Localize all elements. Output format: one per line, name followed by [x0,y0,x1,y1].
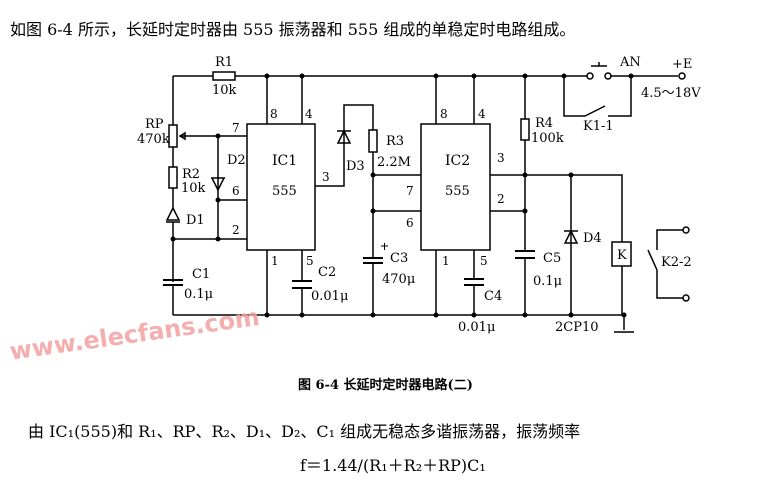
k2-2-terminal [682,294,690,302]
r2-resistor [168,166,178,189]
d2-diode [210,177,226,192]
supply-label: +E [672,57,692,72]
rp-label: RP [145,117,164,132]
r2-value: 10k [181,181,206,196]
an-switch-contact [586,72,594,80]
k2-2-terminal [682,226,690,234]
ic1-pin5: 5 [306,254,314,268]
d1-label: D1 [186,213,205,228]
c3-value: 470μ [382,272,415,287]
ic2-chip [420,123,491,251]
ic2-label: IC2 [445,153,470,169]
r4-label: R4 [535,116,553,131]
r4-value: 100k [531,131,564,146]
r1-label: R1 [215,55,233,70]
an-switch-contact [604,72,612,80]
ic1-pin8: 8 [270,107,278,121]
ic1-pin7: 7 [232,121,240,135]
ic2-pin5: 5 [480,254,488,268]
c3-label: C3 [390,251,408,266]
r3-resistor [368,129,378,153]
c2-capacitor [292,280,312,289]
r1-resistor [212,71,236,81]
ic1-label: IC1 [272,153,297,169]
c5-value: 0.1μ [533,274,562,289]
d4-label: D4 [583,231,602,246]
junction-dots [170,73,634,318]
d4-type: 2CP10 [555,320,599,335]
c2-label: C2 [318,265,336,280]
rp-potentiometer [168,124,178,148]
ic2-pin4: 4 [478,107,486,121]
ic2-pin2: 2 [497,192,505,206]
an-label: AN [619,55,641,70]
c2-value: 0.01μ [311,289,348,304]
output-wires [490,76,623,315]
c5-label: C5 [543,251,561,266]
timing-wires [315,104,421,315]
r4-resistor [520,118,530,141]
an-pushbutton [591,62,607,67]
r1-value: 10k [212,83,237,98]
ic1-pin1: 1 [271,254,279,268]
relay-coil-k [611,241,632,267]
supply-terminal [678,72,686,80]
ic1-pin2: 2 [232,223,240,237]
ic1-pin3: 3 [322,170,330,184]
ground-symbol [614,315,634,333]
c3-plus-mark [381,243,388,250]
pin-wires [173,136,247,240]
ic1-pin-wires [266,76,303,315]
c3-capacitor [363,257,383,264]
r2-label: R2 [182,167,200,182]
ic1-pin4: 4 [305,107,313,121]
ic1-type: 555 [272,184,297,199]
ic2-type: 555 [445,184,470,199]
frequency-formula: f＝1.44/(R₁＋R₂＋RP)C₁ [300,456,486,475]
r3-label: R3 [386,134,404,149]
supply-range: 4.5～18V [641,86,701,101]
ic2-pin1: 1 [442,254,450,268]
c4-label: C4 [484,289,502,304]
c4-capacitor [464,278,484,286]
d2-label: D2 [227,153,246,168]
ic2-pin6: 6 [406,216,414,230]
k1-1-label: K1-1 [583,119,614,134]
ic2-pin7: 7 [406,184,414,198]
c4-value: 0.01μ [458,320,495,335]
ic2-pin-wires [435,76,475,315]
c5-capacitor [515,250,535,259]
ic1-chip [246,123,316,251]
k2-2-contact [647,229,683,299]
ic2-pin8: 8 [440,107,448,121]
intro-text: 如图 6-4 所示，长延时定时器由 555 振荡器和 555 组成的单稳定时电路… [10,20,576,39]
rp-value: 470k [137,132,170,147]
c1-capacitor [163,279,183,286]
relay-k-label: K [617,248,627,263]
d3-diode [336,129,352,144]
description-text: 由 IC₁(555)和 R₁、RP、R₂、D₁、D₂、C₁ 组成无稳态多谐振荡器… [28,422,581,441]
c1-value: 0.1μ [184,287,213,302]
circuit-diagram: R1 10k RP 470k R2 10k D1 D2 C1 0.1μ C2 0… [137,55,701,335]
d4-diode [563,229,579,244]
r3-value: 2.2M [377,155,411,170]
ic1-pin6: 6 [232,184,240,198]
c1-label: C1 [192,267,210,282]
ic2-pin3: 3 [497,151,505,165]
d3-label: D3 [346,159,365,174]
d1-diode [165,206,181,223]
rp-wiper-wire [178,131,247,141]
k1-1-contact [563,76,632,117]
k2-2-label: K2-2 [661,255,692,270]
figure-caption: 图 6-4 长延时定时器电路(二) [298,378,473,393]
